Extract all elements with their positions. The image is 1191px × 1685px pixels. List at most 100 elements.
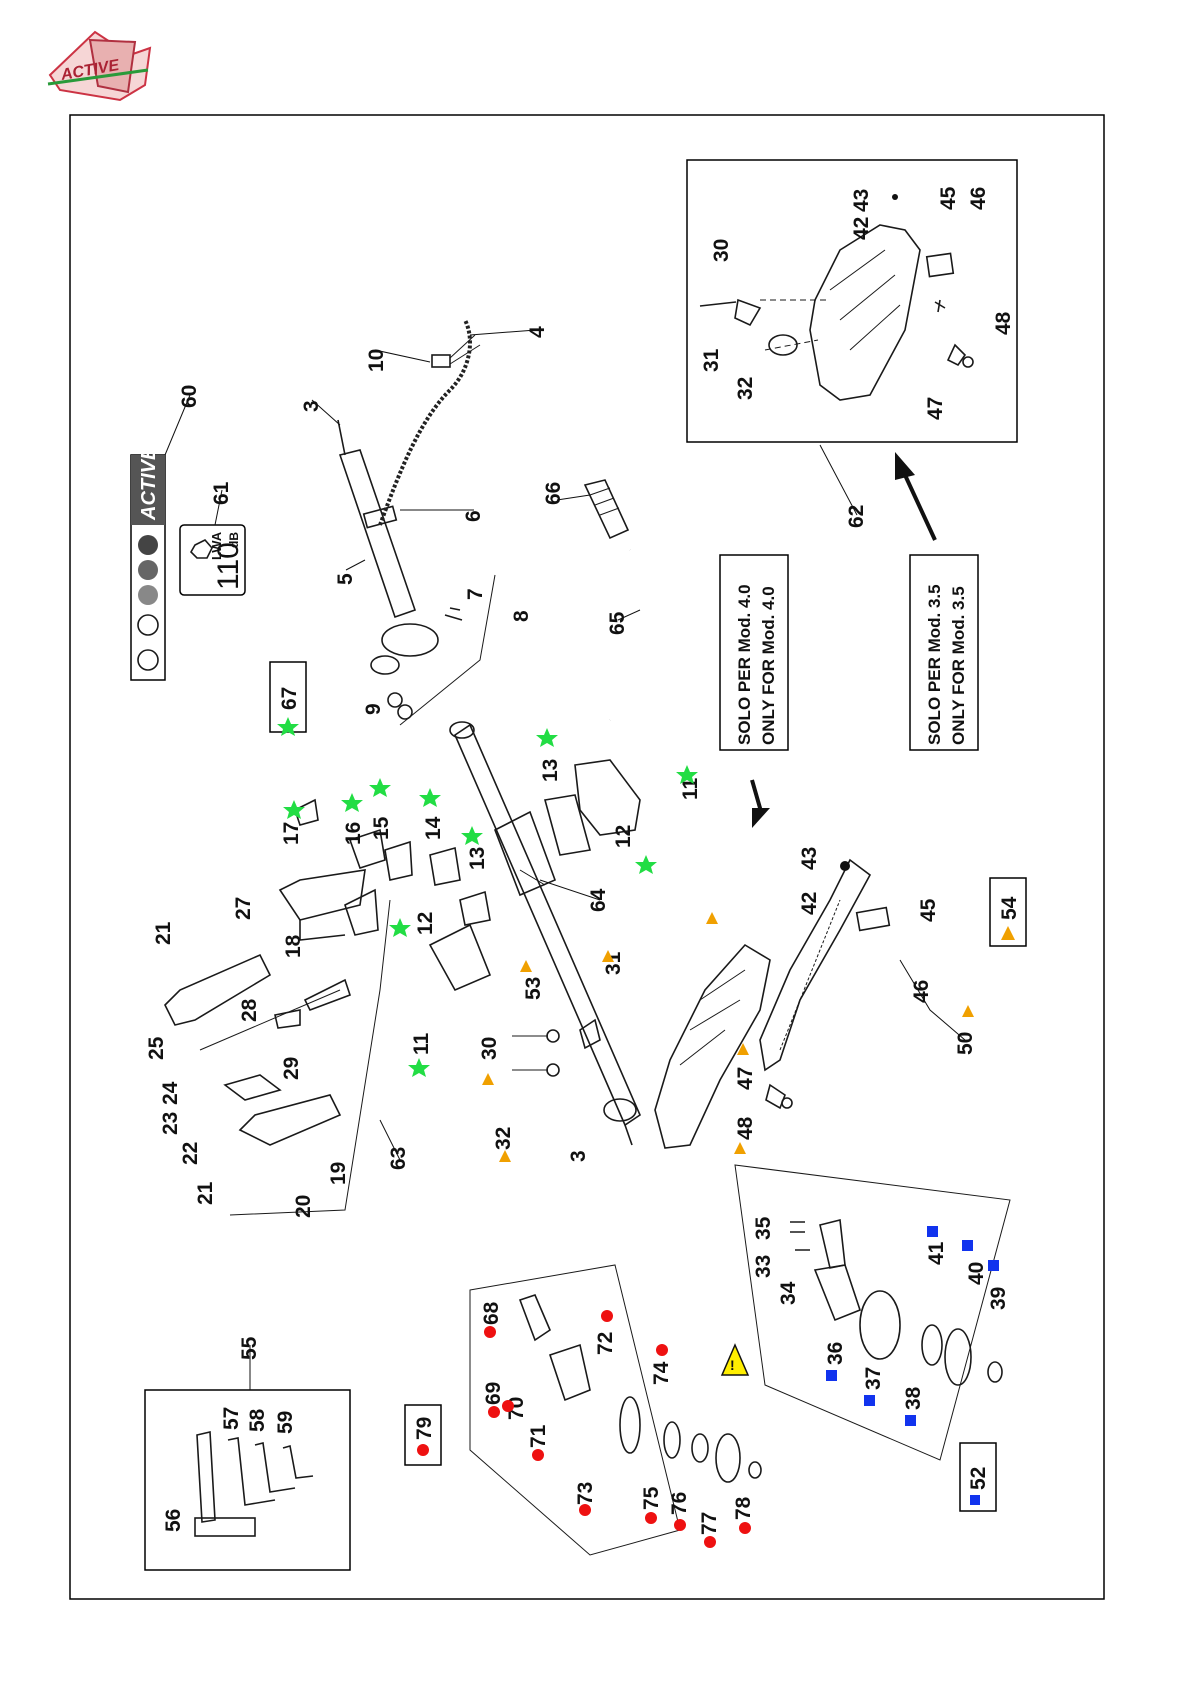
callout-23: 23 [159, 1112, 182, 1135]
callout-72: 72 [594, 1332, 617, 1355]
callout-30-lower: 30 [478, 1037, 501, 1060]
svg-text:!: ! [730, 1357, 735, 1373]
kit-52-label: 52 [967, 1467, 990, 1490]
callout-11-left: 11 [410, 1032, 433, 1055]
callout-45-lower: 45 [917, 898, 940, 922]
callout-48-lower: 48 [734, 1116, 757, 1140]
callout-24: 24 [159, 1081, 182, 1105]
callout-41: 41 [925, 1241, 948, 1265]
callout-18: 18 [282, 934, 305, 958]
decal-lwa-unit: dB [227, 532, 241, 548]
callout-8: 8 [510, 610, 533, 622]
callout-9: 9 [362, 703, 385, 715]
callout-62: 62 [845, 505, 868, 528]
callout-31-lower: 31 [602, 951, 625, 975]
decal-brand-text: ACTIVE [138, 446, 160, 521]
decal-noise-61: LWA 110 dB [179, 524, 246, 596]
callout-32-lower: 32 [492, 1127, 515, 1150]
callout-77: 77 [698, 1512, 721, 1535]
callout-21-bottom: 21 [194, 1181, 217, 1205]
callout-73: 73 [574, 1482, 597, 1505]
callout-57: 57 [220, 1407, 243, 1430]
callout-20: 20 [292, 1195, 315, 1218]
note-mod35: SOLO PER Mod. 3.5 ONLY FOR Mod. 3.5 [895, 452, 979, 751]
callout-10: 10 [365, 349, 388, 372]
callout-56: 56 [162, 1509, 185, 1532]
callout-65: 65 [606, 611, 629, 635]
callout-29: 29 [280, 1057, 303, 1080]
triangle-markers [482, 912, 974, 1162]
callout-17: 17 [280, 822, 303, 845]
callout-76: 76 [668, 1492, 691, 1515]
callout-59: 59 [274, 1411, 297, 1434]
kit-67-box: 67 [269, 661, 307, 736]
callout-47-lower: 47 [734, 1067, 757, 1090]
callout-19: 19 [327, 1162, 350, 1185]
lower-shield-4 [654, 858, 891, 1149]
callout-38: 38 [902, 1386, 925, 1410]
callout-37: 37 [862, 1367, 885, 1390]
arrow-up-icon [895, 452, 915, 480]
inset-mod35-shield [686, 159, 1018, 443]
callout-28: 28 [238, 998, 261, 1022]
callout-78: 78 [732, 1496, 755, 1520]
callout-25: 25 [145, 1036, 168, 1060]
square-markers [826, 1226, 999, 1426]
active-logo: ACTIVE [47, 30, 152, 102]
kit-54-box: 54 [989, 877, 1027, 947]
note-mod40: SOLO PER Mod. 4.0 ONLY FOR Mod. 4.0 [719, 554, 789, 828]
note-mod40-line1: SOLO PER Mod. 4.0 [735, 584, 754, 745]
kit-54-label: 54 [998, 896, 1021, 920]
kit-79-label: 79 [413, 1417, 436, 1440]
inset-callout-47: 47 [924, 397, 947, 420]
callout-4: 4 [526, 326, 549, 338]
inset-callout-45: 45 [937, 186, 960, 210]
inset-callout-48: 48 [992, 311, 1015, 335]
arrow-down-icon [752, 808, 770, 828]
callout-40: 40 [965, 1262, 988, 1285]
tool-kit-box [144, 1389, 351, 1571]
callout-43-lower: 43 [798, 847, 821, 870]
kit-79-circle-icon [417, 1444, 429, 1456]
inset-callout-32: 32 [734, 377, 757, 400]
callout-64: 64 [587, 888, 610, 912]
trimmer-head-set [734, 1164, 1011, 1461]
callout-42-lower: 42 [798, 892, 821, 915]
callout-13-right: 13 [539, 759, 562, 782]
callout-27: 27 [232, 897, 255, 920]
star-markers [283, 728, 698, 1077]
grip-and-bar [583, 479, 654, 722]
callout-5: 5 [334, 573, 357, 585]
inset-callout-43: 43 [850, 189, 873, 212]
inset-callout-30: 30 [710, 239, 733, 262]
callout-63: 63 [387, 1147, 410, 1170]
callout-14: 14 [422, 816, 445, 840]
callout-11-right: 11 [679, 777, 702, 800]
callout-16: 16 [342, 822, 365, 845]
callout-15: 15 [370, 816, 393, 840]
decal-lwa-value: 110 [212, 542, 245, 590]
callout-39: 39 [987, 1287, 1010, 1310]
note-mod35-line2: ONLY FOR Mod. 3.5 [949, 586, 968, 745]
kit-67-label: 67 [278, 687, 301, 710]
note-mod40-line2: ONLY FOR Mod. 4.0 [759, 586, 778, 745]
callout-75: 75 [640, 1486, 663, 1510]
callout-7: 7 [464, 588, 487, 600]
callout-12-right: 12 [612, 825, 635, 848]
callout-53: 53 [522, 977, 545, 1000]
inset-callout-46: 46 [967, 187, 990, 210]
callout-58: 58 [246, 1408, 269, 1432]
inset-callout-31: 31 [700, 348, 723, 372]
callout-71: 71 [527, 1424, 550, 1448]
callout-74: 74 [650, 1361, 673, 1385]
leader-lines [164, 329, 966, 1390]
callout-3-lower: 3 [567, 1150, 590, 1162]
callout-66: 66 [542, 482, 565, 505]
handle-bracket-right [543, 759, 641, 856]
gear-head-set: ! [469, 1264, 762, 1556]
callout-35: 35 [752, 1216, 775, 1240]
callout-36: 36 [824, 1342, 847, 1365]
callout-22: 22 [179, 1142, 202, 1165]
